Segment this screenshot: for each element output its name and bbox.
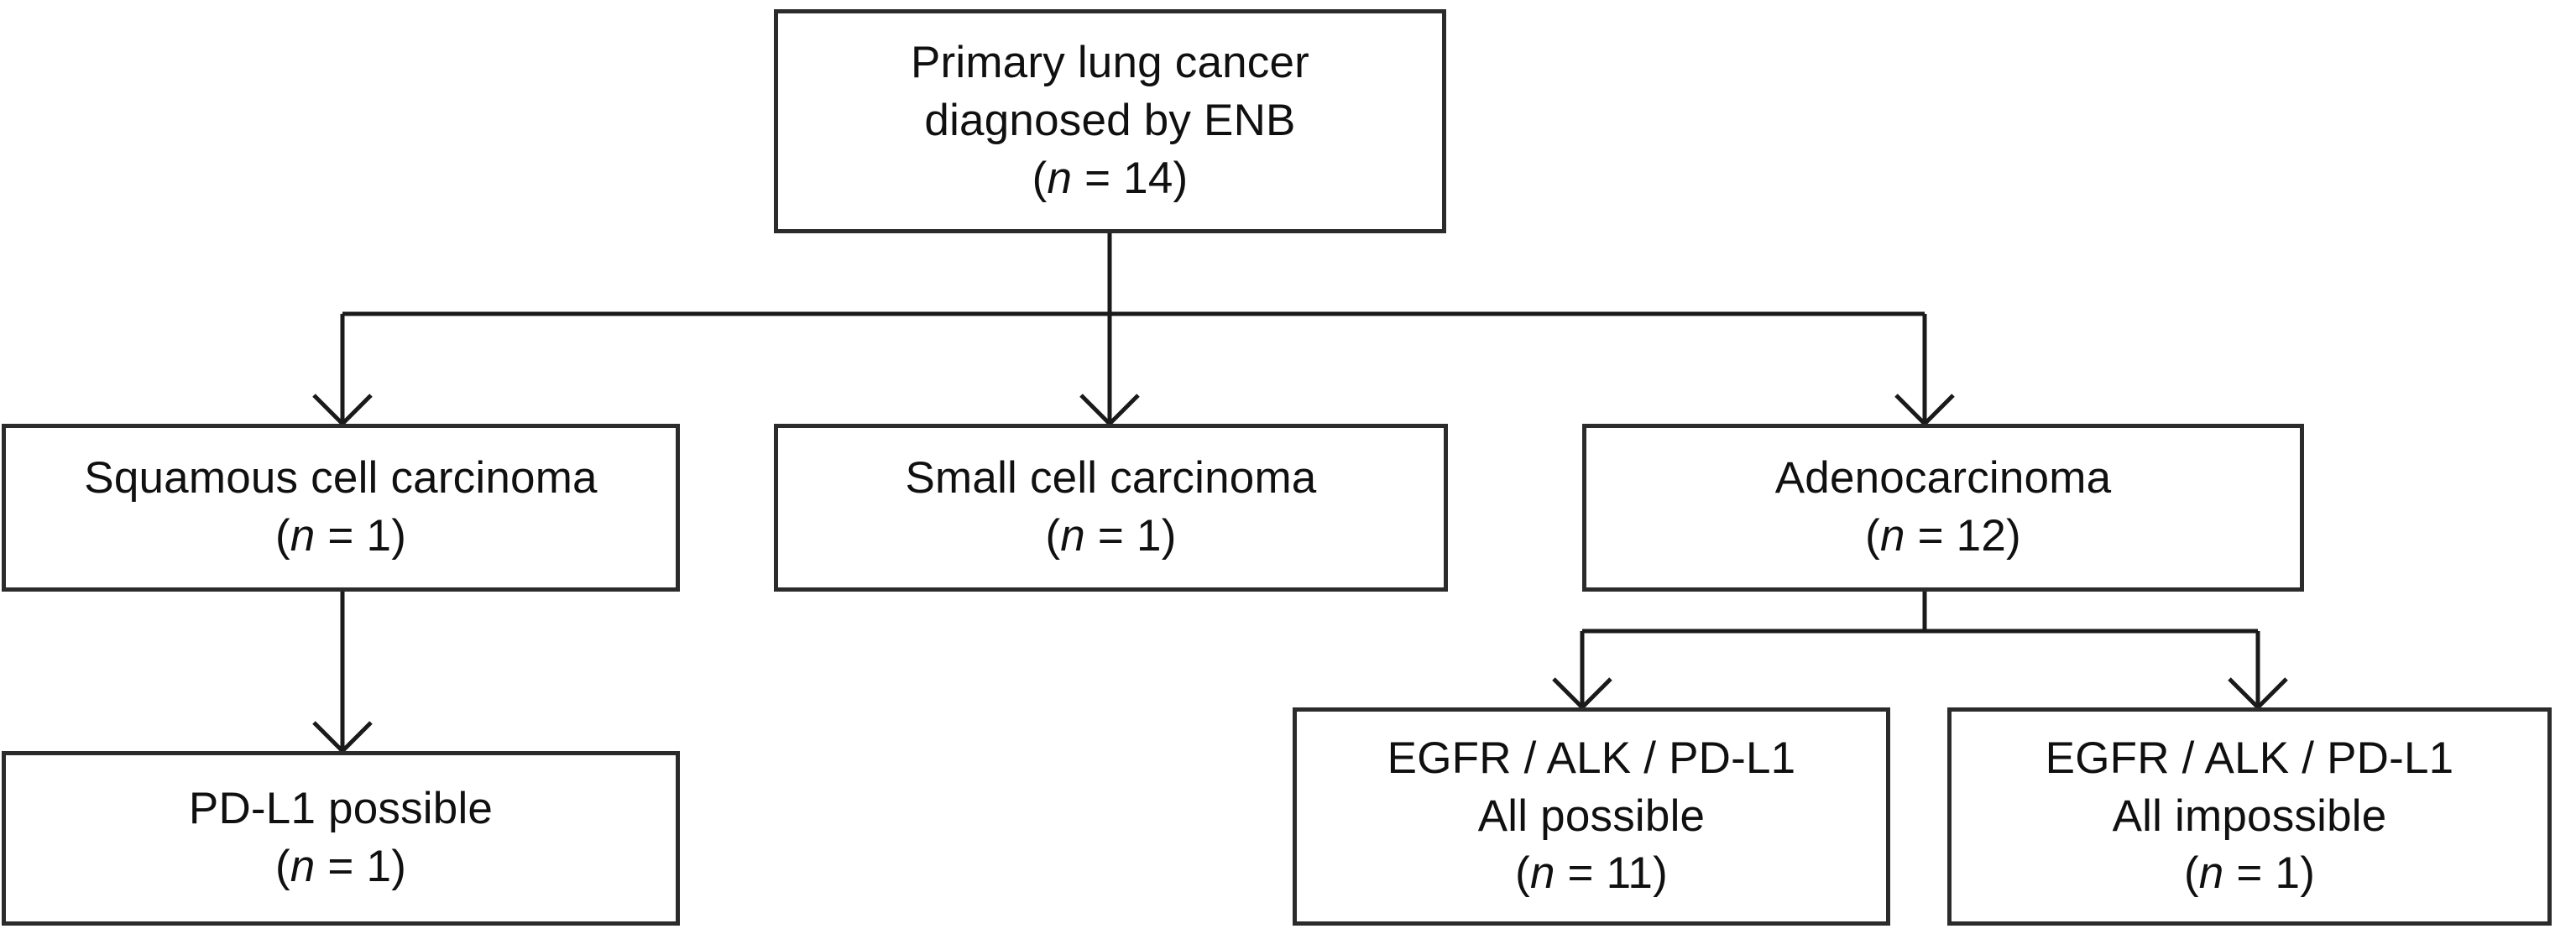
arrowhead-edge-adenocarcinoma-to-all-possible bbox=[1552, 677, 1612, 711]
count-equals: = bbox=[1072, 153, 1124, 203]
count-close-paren: ) bbox=[2300, 848, 2316, 899]
node-label-line: EGFR / ALK / PD-L1 bbox=[2045, 733, 2454, 783]
arrowhead-edge-adenocarcinoma-to-all-impossible bbox=[2228, 677, 2288, 711]
count-equals: = bbox=[1905, 511, 1957, 561]
node-label-line: EGFR / ALK / PD-L1 bbox=[1387, 733, 1796, 783]
node-label-line: All possible bbox=[1477, 791, 1706, 841]
count-equals: = bbox=[1084, 511, 1136, 561]
arrowhead-edge-root-to-adenocarcinoma bbox=[1894, 394, 1955, 427]
node-count: (n = 1) bbox=[2184, 845, 2315, 903]
count-equals: = bbox=[2223, 848, 2276, 899]
node-adenocarcinoma: Adenocarcinoma(n = 12) bbox=[1582, 424, 2304, 592]
count-close-paren: ) bbox=[1653, 848, 1668, 899]
count-n-symbol: n bbox=[1879, 511, 1905, 561]
node-label-line: All impossible bbox=[2112, 791, 2387, 841]
count-n-symbol: n bbox=[2198, 848, 2224, 899]
count-n-symbol: n bbox=[290, 511, 316, 561]
count-close-paren: ) bbox=[1161, 511, 1177, 561]
count-value: 14 bbox=[1123, 153, 1173, 203]
count-open-paren: ( bbox=[274, 842, 290, 891]
node-count: (n = 14) bbox=[1032, 150, 1189, 208]
node-label-line: PD-L1 possible bbox=[188, 784, 494, 834]
count-value: 12 bbox=[1956, 511, 2007, 561]
count-equals: = bbox=[315, 511, 367, 561]
node-primary-lung-cancer: Primary lung cancer diagnosed by ENB(n = … bbox=[774, 9, 1446, 233]
node-label-line: Small cell carcinoma bbox=[905, 453, 1317, 504]
count-n-symbol: n bbox=[1060, 511, 1085, 561]
node-count: (n = 11) bbox=[1515, 845, 1668, 903]
count-value: 1 bbox=[366, 511, 392, 561]
count-value: 1 bbox=[2275, 848, 2301, 899]
count-value: 1 bbox=[366, 842, 392, 891]
count-open-paren: ( bbox=[1515, 848, 1530, 899]
count-open-paren: ( bbox=[274, 511, 290, 561]
count-close-paren: ) bbox=[2006, 511, 2021, 561]
node-count: (n = 1) bbox=[275, 838, 406, 896]
arrowhead-edge-root-to-squamous bbox=[312, 394, 373, 427]
count-equals: = bbox=[1554, 848, 1607, 899]
node-label-line: Primary lung cancer bbox=[910, 38, 1310, 88]
arrowhead-edge-root-to-small-cell bbox=[1079, 394, 1140, 427]
node-squamous-cell-carcinoma: Squamous cell carcinoma(n = 1) bbox=[2, 424, 680, 592]
count-value: 1 bbox=[1136, 511, 1162, 561]
node-count: (n = 1) bbox=[1045, 508, 1176, 566]
count-n-symbol: n bbox=[1047, 153, 1073, 203]
count-value: 11 bbox=[1606, 848, 1654, 899]
count-close-paren: ) bbox=[391, 511, 407, 561]
count-open-paren: ( bbox=[1045, 511, 1061, 561]
node-pd-l1-possible: PD-L1 possible(n = 1) bbox=[2, 751, 680, 926]
count-close-paren: ) bbox=[391, 842, 407, 891]
count-open-paren: ( bbox=[1032, 153, 1048, 203]
count-n-symbol: n bbox=[290, 842, 316, 891]
count-n-symbol: n bbox=[1529, 848, 1555, 899]
arrowhead-edge-squamous-to-pd-l1 bbox=[312, 721, 373, 754]
node-label-line: diagnosed by ENB bbox=[924, 96, 1296, 146]
count-equals: = bbox=[315, 842, 367, 891]
node-small-cell-carcinoma: Small cell carcinoma(n = 1) bbox=[774, 424, 1448, 592]
count-open-paren: ( bbox=[1865, 511, 1880, 561]
count-open-paren: ( bbox=[2183, 848, 2199, 899]
node-count: (n = 1) bbox=[275, 508, 406, 566]
count-close-paren: ) bbox=[1173, 153, 1189, 203]
node-label-line: Squamous cell carcinoma bbox=[84, 453, 598, 504]
node-label-line: Adenocarcinoma bbox=[1774, 453, 2112, 504]
node-count: (n = 12) bbox=[1865, 508, 2021, 566]
